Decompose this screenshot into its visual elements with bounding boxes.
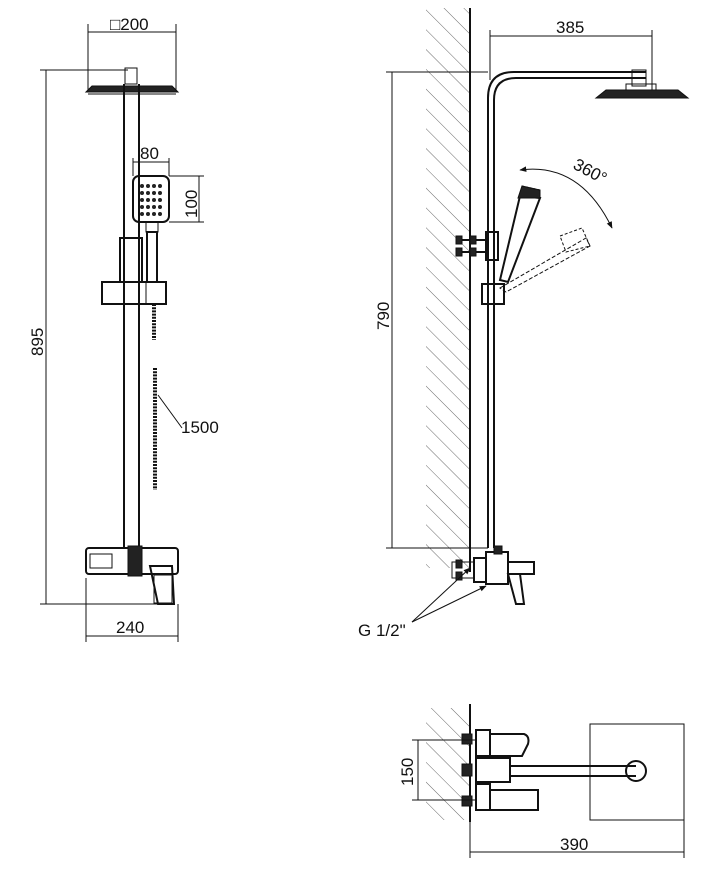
width-label: 390: [560, 835, 588, 854]
handset-height-dimension: 100: [169, 175, 204, 223]
handset-width-label: 80: [140, 144, 159, 163]
width-dimension: 390: [469, 820, 685, 858]
side-view: 385: [358, 8, 690, 640]
mixer-top: [428, 729, 539, 811]
depth-label: 150: [398, 758, 417, 786]
total-height-label: 895: [28, 328, 47, 356]
handset-height-label: 100: [182, 190, 201, 218]
rail-height-dimension: 790: [374, 71, 488, 549]
shower-arm-top: [510, 760, 647, 782]
shower-hose: [152, 304, 157, 490]
wall-hatch: [426, 8, 470, 568]
hose-length-label: 1500: [181, 418, 219, 437]
shower-arm: [487, 69, 647, 240]
mixer-width-label: 240: [116, 618, 144, 637]
inlet-thread-label: G 1/2": [358, 621, 406, 640]
total-height-dimension: 895: [28, 69, 172, 605]
arm-length-dimension: 385: [489, 18, 653, 90]
top-view: 150 390: [398, 704, 685, 858]
rail-height-label: 790: [374, 302, 393, 330]
riser-pipe-side: [487, 240, 495, 548]
nozzle-grid: [140, 184, 162, 216]
arm-length-label: 385: [556, 18, 584, 37]
front-view: □200: [28, 15, 219, 642]
hose-length-callout: 1500: [157, 394, 219, 437]
thermostatic-mixer: [85, 545, 179, 605]
riser-pipe: [123, 84, 140, 548]
mixer-width-dimension: 240: [85, 578, 179, 642]
hand-shower-rotated: [499, 227, 591, 293]
head-size-label: □200: [110, 15, 149, 34]
rain-shower-head: [84, 67, 180, 95]
upper-wall-bracket: [455, 231, 499, 261]
inlet-thread-callout: G 1/2": [358, 567, 487, 640]
head-width-dimension: □200: [87, 15, 177, 92]
handset-width-dimension: 80: [132, 144, 170, 176]
mixer-side: [451, 545, 535, 605]
depth-dimension: 150: [398, 739, 428, 801]
rain-head-top: [589, 723, 685, 821]
rain-head-side: [594, 83, 690, 99]
hand-shower-side: [498, 185, 542, 284]
sliding-holder-side: [481, 283, 505, 305]
sliding-holder: [101, 281, 167, 305]
